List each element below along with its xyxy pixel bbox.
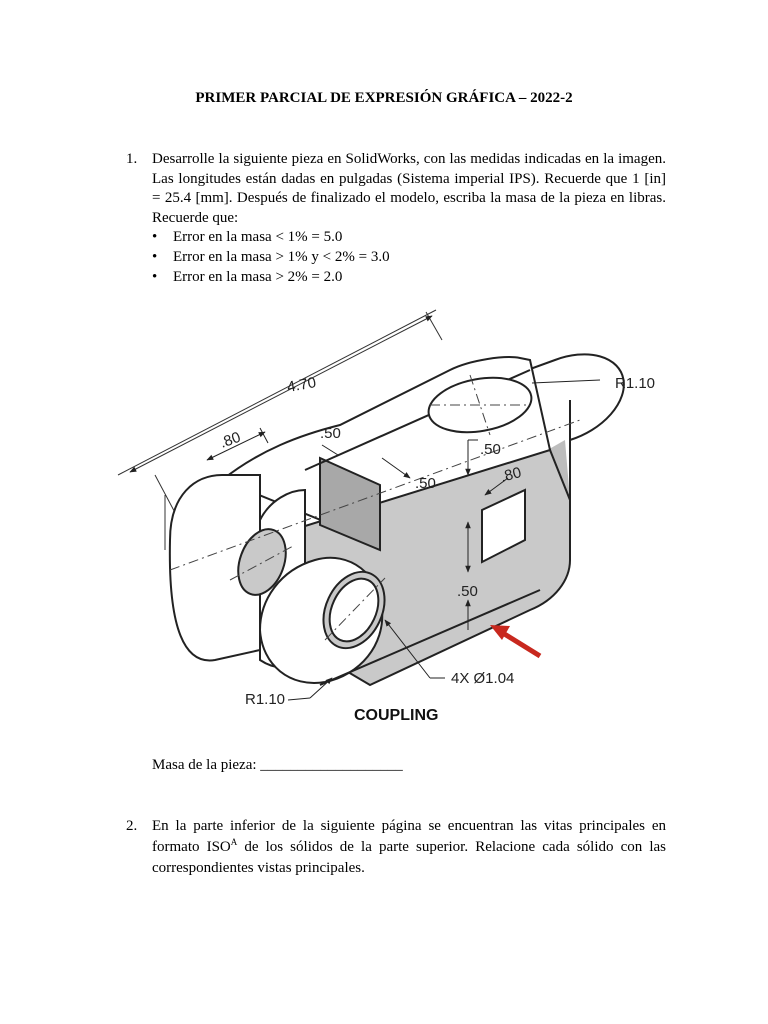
mass-answer-line: Masa de la pieza: ___________________: [152, 757, 403, 774]
superscript: A: [230, 837, 238, 847]
dim-holes: 4X Ø1.04: [451, 670, 514, 687]
dim-slot-length: .80: [218, 429, 243, 452]
question-number: 1.: [126, 151, 138, 167]
question-text-part: de los sólidos de la parte superior. Rel…: [152, 839, 666, 876]
question-1: 1. Desarrolle la siguiente pieza en Soli…: [126, 150, 666, 287]
question-text-part: En la parte inferior de la siguiente pág…: [152, 818, 666, 855]
mass-label: Masa de la pieza:: [152, 757, 261, 773]
list-item: Error en la masa > 2% = 2.0: [152, 268, 666, 288]
dim-lug-slot: .80: [499, 464, 524, 486]
grading-list: Error en la masa < 1% = 5.0 Error en la …: [152, 228, 666, 287]
dim-length: 4.70: [286, 374, 318, 396]
mass-answer-blank[interactable]: ___________________: [260, 757, 403, 773]
page-title: PRIMER PARCIAL DE EXPRESIÓN GRÁFICA – 20…: [195, 90, 573, 106]
question-text: Desarrolle la siguiente pieza en SolidWo…: [152, 151, 666, 226]
figure-caption: COUPLING: [354, 707, 438, 724]
list-item: Error en la masa > 1% y < 2% = 3.0: [152, 248, 666, 268]
coupling-drawing: 4.70 .80 .50 .50 .50 .80 .50 R1.10 R1.10…: [110, 300, 670, 730]
dim-bottom-radius: R1.10: [245, 691, 285, 708]
list-item: Error en la masa < 1% = 5.0: [152, 228, 666, 248]
question-text: En la parte inferior de la siguiente pág…: [152, 816, 666, 879]
dim-top-offset: .50: [480, 441, 501, 458]
dim-slot-depth: .50: [415, 475, 436, 492]
dim-slot-width: .50: [320, 425, 341, 442]
question-number: 2.: [126, 818, 138, 834]
question-2: 2. En la parte inferior de la siguiente …: [126, 816, 666, 879]
dim-top-radius: R1.10: [615, 375, 655, 392]
dim-gap: .50: [457, 583, 478, 600]
